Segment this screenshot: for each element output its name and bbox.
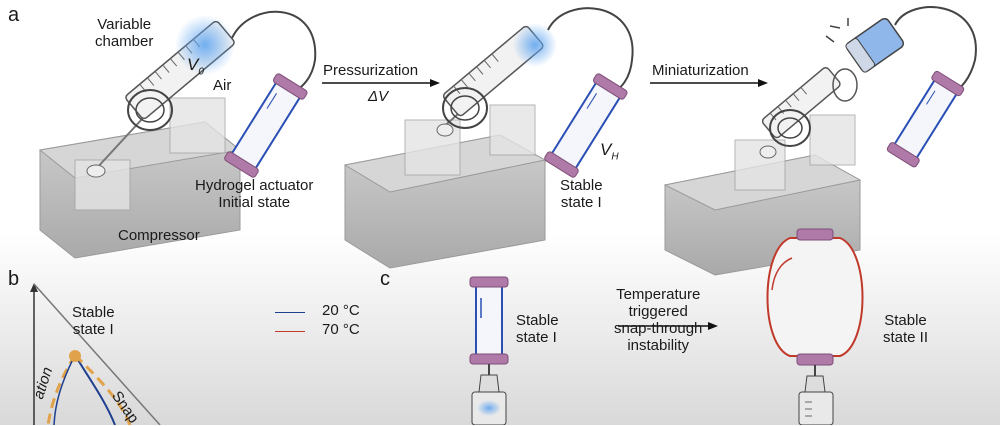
panel-label-b: b: [8, 268, 20, 290]
hydrogel-actuator-final: [886, 70, 965, 168]
label-stable-state-2: Stable state II: [883, 312, 929, 346]
detached-chamber: [845, 17, 905, 73]
legend-line-20c: [275, 312, 305, 313]
compressor-1: [38, 10, 317, 259]
legend-label-20c: 20 °C: [322, 302, 360, 319]
label-transition: Temperature triggered snap-through insta…: [614, 286, 703, 354]
hydrogel-actuator-initial: [224, 73, 308, 178]
arrow-pressurization: [322, 79, 440, 87]
actuator-stable-2: [766, 228, 864, 425]
label-stable-state-1-c: Stable state I: [516, 312, 559, 346]
panel-label-a: a: [8, 4, 20, 26]
label-stable-state-1-b: Stable state I: [72, 304, 115, 338]
pop-lines: [825, 18, 849, 43]
label-compressor: Compressor: [118, 227, 200, 244]
legend-label-70c: 70 °C: [322, 321, 360, 338]
hydrogel-actuator-stable-1: [544, 73, 628, 178]
label-delta-v: ΔV: [368, 88, 389, 105]
label-stable-state-1-a: Stable state I: [560, 177, 603, 211]
arrow-miniaturization: [650, 79, 768, 87]
actuator-stable-1: [469, 276, 509, 425]
legend-line-70c: [275, 331, 305, 332]
compressor-2: [343, 7, 634, 269]
label-miniaturization: Miniaturization: [652, 62, 749, 79]
label-vh: VH: [600, 140, 619, 163]
panel-b-plot: [30, 283, 161, 425]
arrow-snap-through: [618, 322, 718, 330]
panel-label-c: c: [380, 268, 390, 290]
label-variable-chamber: Variable chamber: [95, 16, 154, 50]
label-air: Air: [213, 77, 232, 94]
label-v0: V0: [187, 55, 204, 78]
label-hydrogel-actuator: Hydrogel actuator Initial state: [195, 177, 314, 211]
label-pressurization: Pressurization: [323, 62, 419, 79]
